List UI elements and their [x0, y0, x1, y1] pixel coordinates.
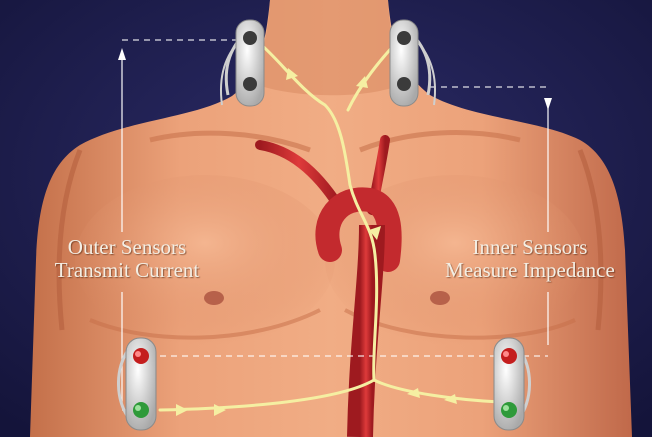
inner-sensors-line2: Measure Impedance	[410, 259, 650, 282]
neck-shading	[250, 0, 410, 95]
inner-sensors-line1: Inner Sensors	[410, 236, 650, 259]
right-nipple	[430, 291, 450, 305]
outer-sensors-line2: Transmit Current	[22, 259, 232, 282]
descending-aorta	[360, 225, 372, 437]
inner-sensors-caption: Inner Sensors Measure Impedance	[410, 236, 650, 282]
left-nipple	[204, 291, 224, 305]
outer-sensors-caption: Outer Sensors Transmit Current	[22, 236, 232, 282]
right-torso-sensor	[494, 338, 530, 430]
outer-sensors-line1: Outer Sensors	[22, 236, 232, 259]
